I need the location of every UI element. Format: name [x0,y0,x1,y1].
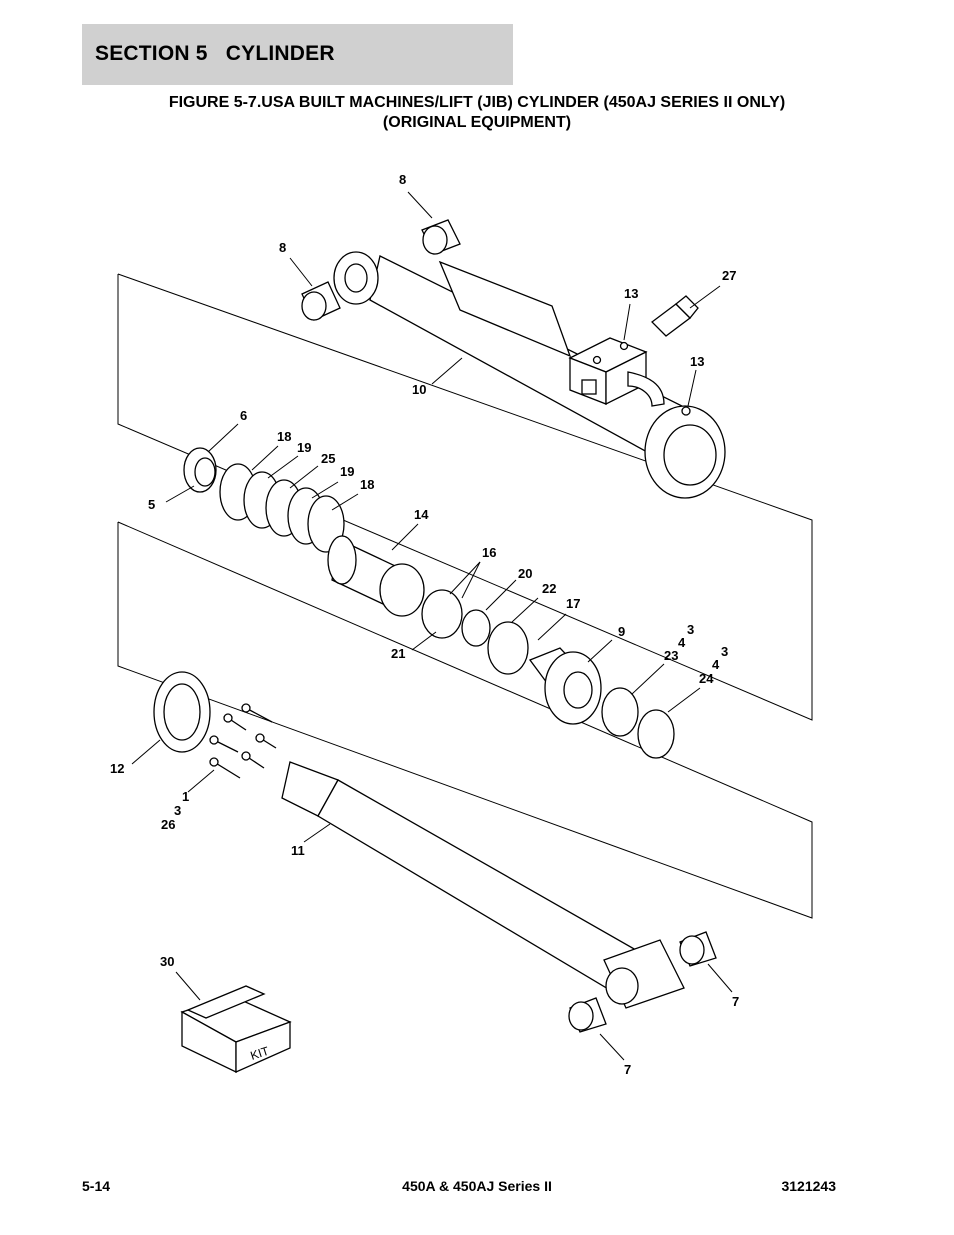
page-number: 5-14 [82,1178,111,1194]
callout-7-right: 7 [732,994,739,1009]
rod [281,761,685,1009]
callout-21: 21 [391,646,405,661]
callout-8-top: 8 [399,172,406,187]
callout-27: 27 [722,268,736,283]
section-banner: SECTION 5 CYLINDER [82,24,513,85]
callout-25: 25 [321,451,335,466]
head-rings [601,687,675,759]
spacer [327,535,425,617]
figure-title-line-1: FIGURE 5-7.USA BUILT MACHINES/LIFT (JIB)… [168,94,786,111]
callout-6: 6 [240,408,247,423]
callout-26: 26 [161,817,175,832]
piston-and-nut [183,447,217,493]
kit-label: KIT [249,1044,272,1063]
callout-14: 14 [414,507,429,522]
cylinder-barrel [333,251,726,499]
leader-lines [131,191,733,1061]
callout-19-upper: 19 [297,440,311,455]
callout-13-right: 13 [690,354,704,369]
bolts [209,703,277,779]
callout-22: 22 [542,581,556,596]
callout-24: 24 [699,671,714,686]
bushings-8 [301,219,461,321]
callout-4-b: 4 [712,657,720,672]
port-block [568,337,665,407]
callout-3-a: 3 [687,622,694,637]
callout-11: 11 [291,843,305,858]
callout-16: 16 [482,545,496,560]
figure-title: FIGURE 5-7.USA BUILT MACHINES/LIFT (JIB)… [0,93,954,133]
callout-4-a: 4 [678,635,686,650]
callout-23: 23 [664,648,678,663]
gasket [153,671,211,753]
callout-3-b: 3 [721,644,728,659]
cylinder-head [528,647,602,725]
callout-9: 9 [618,624,625,639]
document-number: 3121243 [781,1178,836,1194]
callout-7-bottom: 7 [624,1062,631,1077]
fitting [651,295,699,337]
callout-3-c: 3 [174,803,181,818]
callouts: 8 8 27 13 13 10 6 18 19 25 19 18 5 14 16… [110,172,739,1077]
callout-30: 30 [160,954,174,969]
kit-box: KIT [180,985,292,1074]
bushings-7 [568,931,717,1033]
callout-8-left: 8 [279,240,286,255]
upper-boundary-line [117,273,813,721]
callout-18-lower: 18 [360,477,374,492]
head-seals [421,589,529,675]
callout-20: 20 [518,566,532,581]
piston-rings [219,463,345,553]
callout-12: 12 [110,761,124,776]
callout-5: 5 [148,497,155,512]
section-title: SECTION 5 CYLINDER [95,42,335,65]
callout-10: 10 [412,382,426,397]
callout-1: 1 [182,789,189,804]
callout-19-lower: 19 [340,464,354,479]
callout-18-upper: 18 [277,429,291,444]
figure-title-line-2: (ORIGINAL EQUIPMENT) [382,114,572,131]
model-name: 450A & 450AJ Series II [402,1178,552,1194]
callout-13-top: 13 [624,286,638,301]
callout-17: 17 [566,596,580,611]
